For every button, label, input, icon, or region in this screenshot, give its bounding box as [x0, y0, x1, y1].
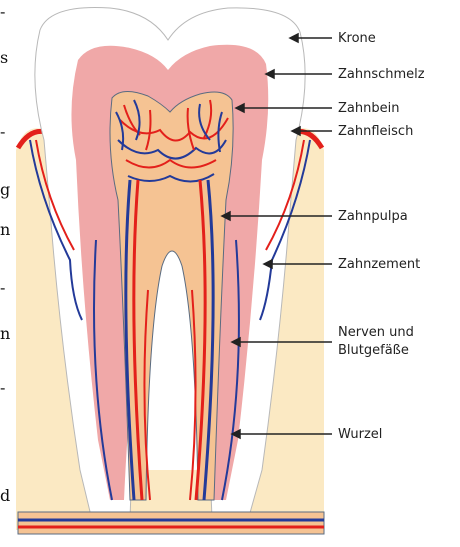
edge-dash-2: -: [0, 124, 16, 140]
label-wurzel: Wurzel: [338, 427, 382, 442]
edge-fragment-4: n: [0, 326, 16, 342]
label-zahnbein: Zahnbein: [338, 101, 399, 116]
edge-dash-3: -: [0, 280, 16, 296]
edge-dash-1: -: [0, 4, 16, 20]
edge-fragment-2: g: [0, 182, 16, 198]
label-krone: Krone: [338, 31, 376, 46]
edge-dash-4: -: [0, 380, 16, 396]
edge-fragment-1: s: [0, 50, 16, 66]
label-nerven-line2: Blutgefäße: [338, 343, 409, 358]
label-zahnpulpa: Zahnpulpa: [338, 209, 408, 224]
edge-fragment-5: d: [0, 488, 16, 504]
base-bar: [18, 512, 324, 534]
edge-fragment-3: n: [0, 222, 16, 238]
label-nerven-line1: Nerven und: [338, 325, 414, 340]
label-zahnfleisch: Zahnfleisch: [338, 124, 413, 139]
label-zahnschmelz: Zahnschmelz: [338, 67, 425, 82]
label-zahnzement: Zahnzement: [338, 257, 420, 272]
